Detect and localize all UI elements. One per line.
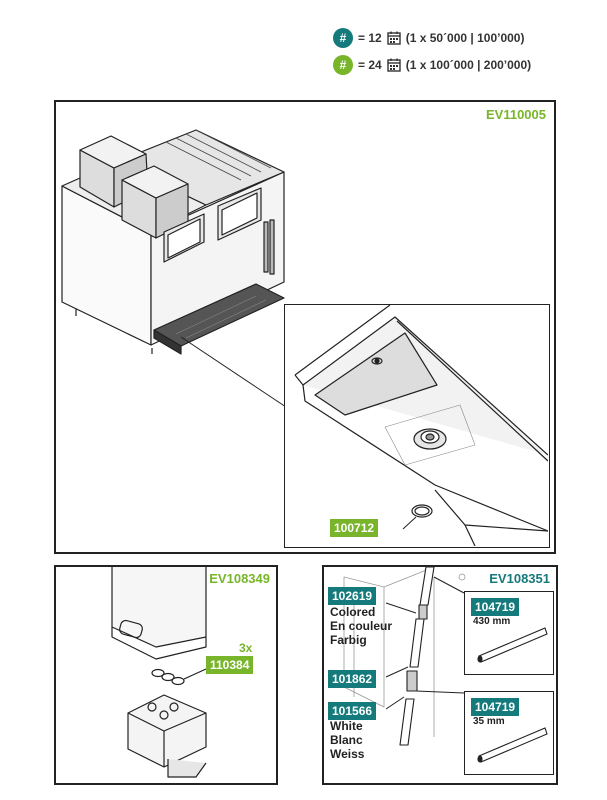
calendar-icon	[387, 31, 401, 45]
part-label-101566: 101566	[328, 702, 377, 720]
panel-code-main: EV110005	[485, 107, 546, 122]
desc-blanc: Blanc	[330, 733, 363, 747]
quantity-label: 3x	[239, 641, 253, 655]
green-hash-badge: #	[333, 55, 353, 75]
interval-24: (1 x 100´000 | 200’000)	[405, 58, 532, 72]
count-12: = 12	[358, 31, 382, 45]
teal-hash-badge: #	[333, 28, 353, 48]
desc-colored: Colored	[330, 605, 376, 619]
panel-code-bottom-left: EV108349	[209, 571, 270, 586]
interval-12: (1 x 50´000 | 100’000)	[405, 31, 525, 45]
tube-long-box: 104719 430 mm	[464, 591, 554, 675]
tube-long-length: 430 mm	[473, 616, 511, 627]
main-panel: EV110005	[54, 100, 556, 554]
legend-row-24: # = 24 (1 x 100´000 | 200’000)	[333, 54, 531, 76]
tube-short-box: 104719 35 mm	[464, 691, 554, 775]
bottom-left-panel: EV108349 3x 110384	[54, 565, 278, 785]
bottom-right-panel: EV108351 102619 Colored En couleur Farbi…	[322, 565, 558, 785]
drip-tray-detail: 100712	[284, 304, 550, 548]
calendar-icon	[387, 58, 401, 72]
part-label-104719-short: 104719	[471, 698, 520, 716]
tube-assembly-illustration	[343, 567, 466, 746]
part-label-104719-long: 104719	[471, 598, 520, 616]
desc-en-couleur: En couleur	[330, 619, 393, 633]
legend-row-12: # = 12 (1 x 50´000 | 100’000)	[333, 27, 524, 49]
desc-weiss: Weiss	[330, 747, 365, 761]
desc-white: White	[330, 719, 363, 733]
part-label-101862: 101862	[328, 670, 377, 688]
drain-detail-illustration	[294, 305, 548, 546]
tube-short-icon	[477, 727, 548, 763]
count-24: = 24	[358, 58, 382, 72]
panel-code-bottom-right: EV108351	[489, 571, 550, 586]
grinder-illustration	[111, 567, 207, 778]
part-label-102619: 102619	[328, 587, 377, 605]
tube-long-icon	[477, 627, 548, 663]
part-label-100712: 100712	[330, 519, 379, 537]
desc-102619: Colored En couleur Farbig	[330, 605, 392, 647]
tube-short-length: 35 mm	[473, 716, 505, 727]
coffee-machine-illustration	[61, 129, 287, 408]
part-label-110384: 110384	[206, 656, 254, 674]
desc-101566: White Blanc Weiss	[330, 719, 364, 761]
desc-farbig: Farbig	[330, 633, 367, 647]
